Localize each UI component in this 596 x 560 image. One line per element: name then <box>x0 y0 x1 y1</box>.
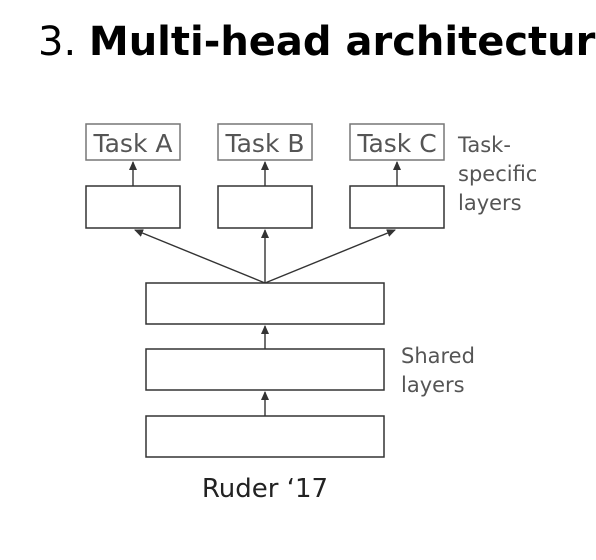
task-specific-label-line-2: specific <box>458 162 537 186</box>
task-specific-label-line-1: Task- <box>457 133 511 157</box>
task-b-label: Task B <box>224 129 304 158</box>
shared-layer-top <box>145 282 385 325</box>
task-c-box <box>349 123 445 161</box>
task-c-node: Task C <box>349 123 445 161</box>
task-specific-layer-b <box>217 185 313 229</box>
shared-layer-bottom <box>145 415 385 458</box>
shared-label-line-2: layers <box>401 373 465 397</box>
citation-caption: Ruder ‘17 <box>201 474 329 504</box>
shared-layer-middle <box>145 348 385 391</box>
task-specific-layer-a <box>85 185 181 229</box>
task-specific-label-line-3: layers <box>458 191 522 215</box>
task-specific-layers-label: Task- specific layers <box>457 133 537 215</box>
task-b-node: Task B <box>217 123 313 161</box>
title-number: 3. <box>38 19 77 65</box>
task-a-label: Task A <box>92 129 172 158</box>
arrow-shared-to-layer-a <box>134 229 266 284</box>
slide-title: 3. Multi-head architecture <box>38 14 596 70</box>
task-b-box <box>217 123 313 161</box>
task-specific-layer-c <box>349 185 445 229</box>
title-text: Multi-head architecture <box>88 19 596 65</box>
arrow-shared-to-layer-c <box>264 229 396 284</box>
task-a-box <box>85 123 181 161</box>
task-a-node: Task A <box>85 123 181 161</box>
shared-layers-label: Shared layers <box>401 344 475 397</box>
shared-label-line-1: Shared <box>401 344 475 368</box>
task-c-label: Task C <box>356 129 436 158</box>
